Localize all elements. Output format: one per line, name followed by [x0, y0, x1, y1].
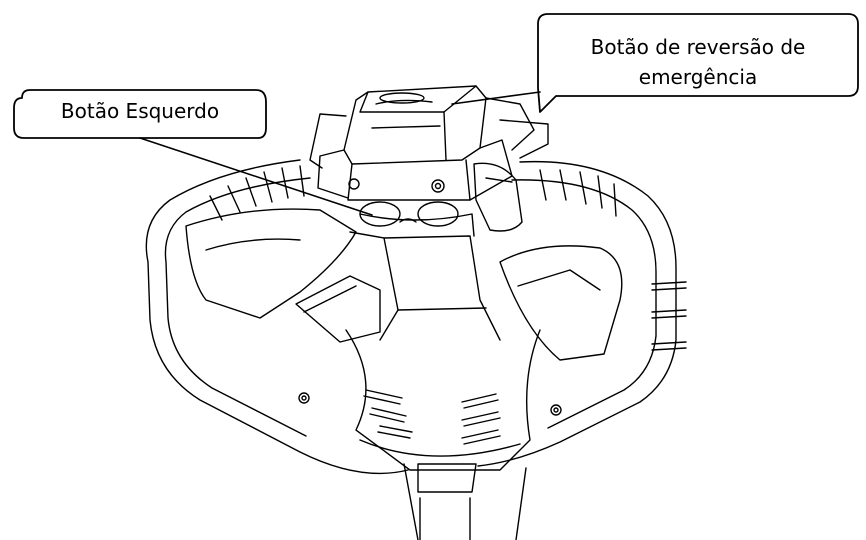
leader-line-right [451, 91, 541, 105]
callout-left-button-label: Botão Esquerdo [60, 99, 220, 123]
handle-body [145, 159, 687, 540]
emergency-reverse-cap [309, 85, 549, 232]
callout-emergency-reverse-label: Botão de reversão de emergência [540, 32, 856, 92]
callout-emergency-reverse-line1: Botão de reversão de [590, 35, 806, 59]
callout-box-left [13, 89, 267, 139]
center-column [349, 201, 501, 341]
callout-emergency-reverse-line2: emergência [638, 65, 758, 89]
leader-line-left [139, 137, 373, 216]
callout-box-right [537, 13, 859, 113]
